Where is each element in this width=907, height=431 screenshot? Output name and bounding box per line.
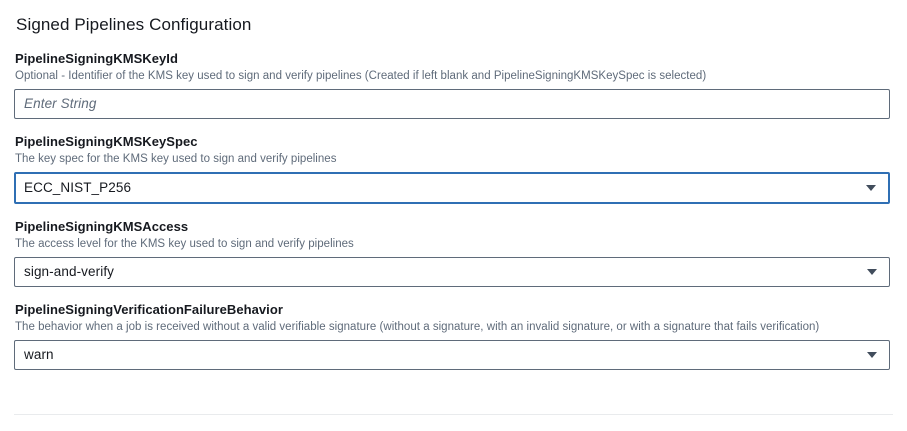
field-description-pipeline-signing-kms-access: The access level for the KMS key used to… [15, 238, 354, 250]
pipeline-signing-kms-key-id-placeholder: Enter String [24, 96, 97, 111]
section-divider [14, 414, 893, 415]
field-pipeline-signing-kms-key-id: PipelineSigningKMSKeyId Optional - Ident… [14, 50, 893, 119]
field-description-pipeline-signing-verification-failure-behavior: The behavior when a job is received with… [15, 321, 820, 333]
field-pipeline-signing-kms-key-spec: PipelineSigningKMSKeySpec The key spec f… [14, 133, 893, 204]
page-title: Signed Pipelines Configuration [16, 15, 252, 34]
pipeline-signing-kms-key-spec-select[interactable]: ECC_NIST_P256 [14, 172, 890, 204]
chevron-down-icon[interactable] [867, 352, 877, 358]
chevron-down-icon[interactable] [867, 269, 877, 275]
field-pipeline-signing-verification-failure-behavior: PipelineSigningVerificationFailureBehavi… [14, 301, 893, 370]
pipeline-signing-kms-access-select[interactable]: sign-and-verify [14, 257, 890, 287]
chevron-down-icon[interactable] [866, 185, 876, 191]
pipeline-signing-kms-access-value: sign-and-verify [24, 264, 115, 279]
field-label-pipeline-signing-kms-key-id: PipelineSigningKMSKeyId [15, 51, 178, 66]
pipeline-signing-verification-failure-behavior-value: warn [24, 347, 54, 362]
pipeline-signing-verification-failure-behavior-select[interactable]: warn [14, 340, 890, 370]
pipeline-signing-kms-key-spec-value: ECC_NIST_P256 [24, 180, 132, 195]
field-label-pipeline-signing-kms-key-spec: PipelineSigningKMSKeySpec [15, 134, 198, 149]
field-pipeline-signing-kms-access: PipelineSigningKMSAccess The access leve… [14, 218, 893, 287]
field-label-pipeline-signing-kms-access: PipelineSigningKMSAccess [15, 219, 189, 234]
pipeline-signing-kms-key-id-input[interactable]: Enter String [14, 89, 890, 119]
field-description-pipeline-signing-kms-key-id: Optional - Identifier of the KMS key use… [15, 70, 707, 82]
field-description-pipeline-signing-kms-key-spec: The key spec for the KMS key used to sig… [15, 153, 337, 165]
field-label-pipeline-signing-verification-failure-behavior: PipelineSigningVerificationFailureBehavi… [15, 302, 283, 317]
